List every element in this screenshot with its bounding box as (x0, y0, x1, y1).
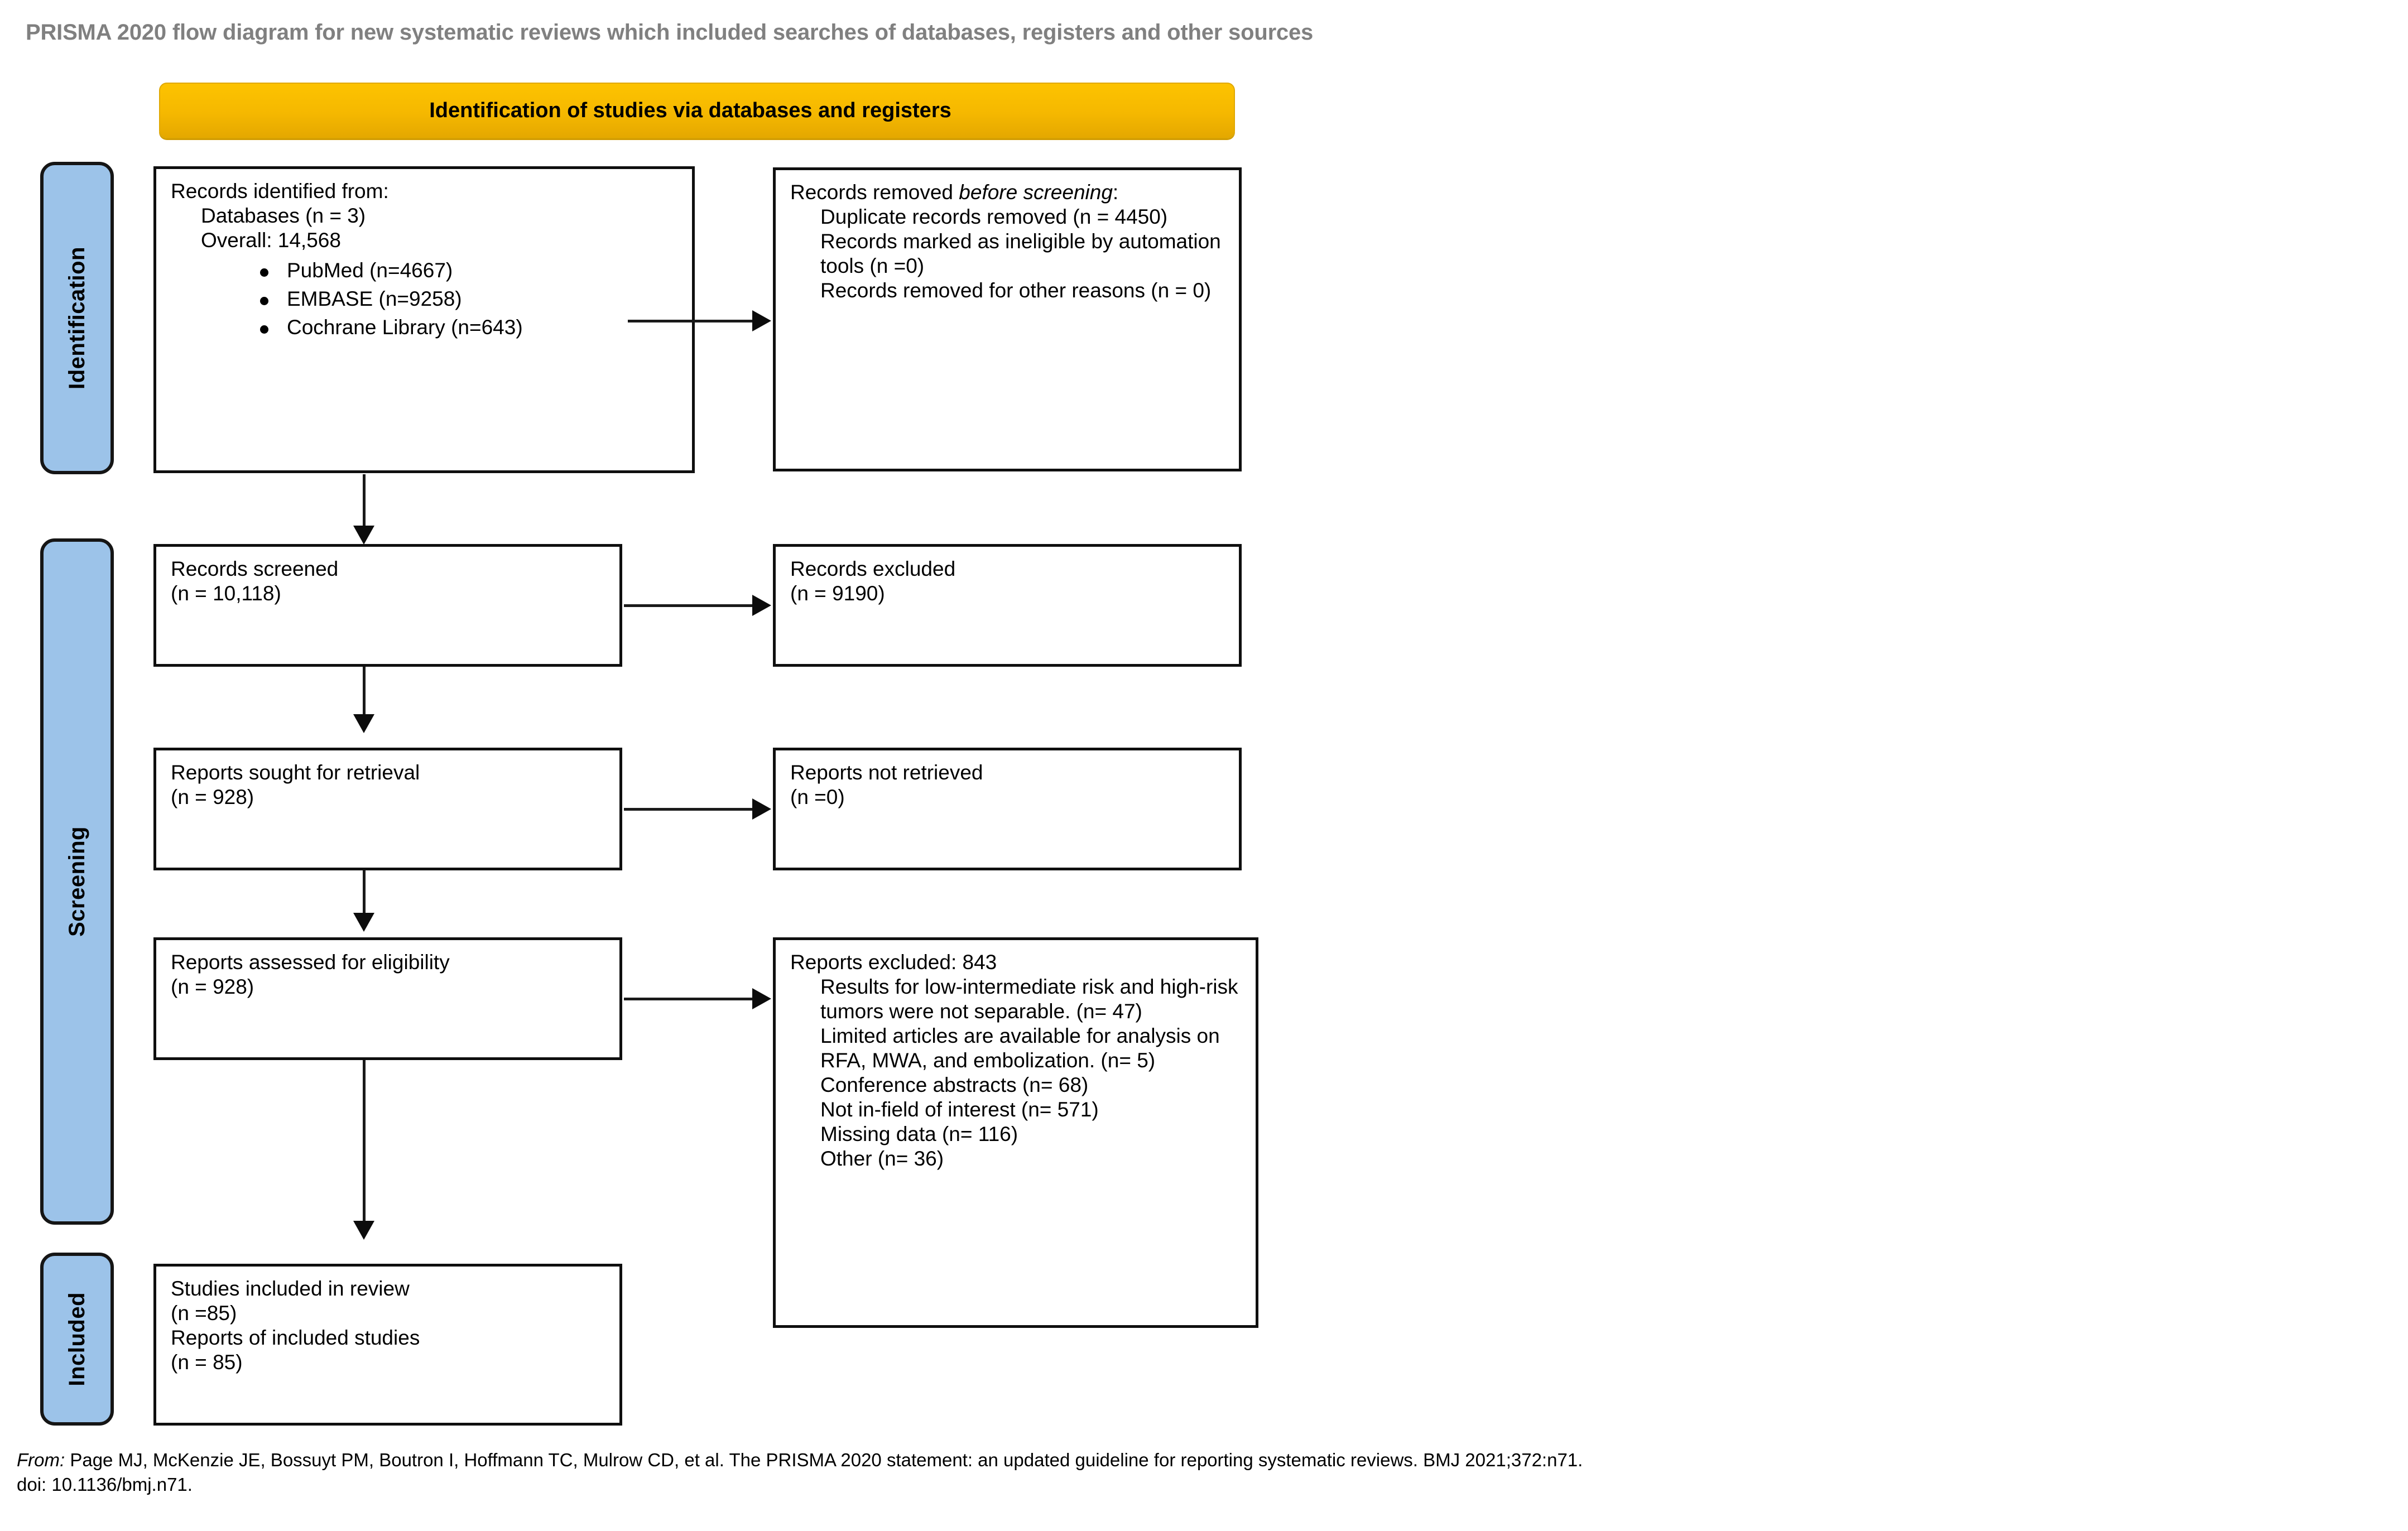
list-item: EMBASE (n=9258) (171, 285, 677, 313)
arrow-assessed-to-reportsexcluded-icon (752, 988, 771, 1009)
records-screened-label: Records screened (171, 557, 339, 580)
records-removed-item: Records removed for other reasons (n = 0… (820, 279, 1212, 302)
stage-bar-included: Included (40, 1253, 114, 1426)
box-reports-assessed-for-eligibility: Reports assessed for eligibility (n = 92… (153, 937, 622, 1060)
stage-label-identification: Identification (64, 247, 89, 389)
arrow-identified-to-screened-icon (353, 526, 374, 545)
reports-excluded-reason: Missing data (n= 116) (820, 1123, 1018, 1146)
reports-sought-count: (n = 928) (171, 786, 254, 809)
citation-text: Page MJ, McKenzie JE, Bossuyt PM, Boutro… (65, 1450, 1583, 1470)
connector-screened-to-sought (363, 667, 366, 717)
records-removed-title-emphasis: before screening (959, 181, 1113, 204)
list-item: PubMed (n=4667) (171, 256, 677, 285)
studies-included-label: Studies included in review (171, 1277, 410, 1300)
connector-sought-to-notretrieved (624, 808, 753, 811)
reports-excluded-title: Reports excluded: 843 (790, 951, 997, 974)
section-banner-label: Identification of studies via databases … (429, 98, 951, 122)
stage-bar-screening: Screening (40, 538, 114, 1225)
citation-doi: doi: 10.1136/bmj.n71. (17, 1474, 193, 1495)
arrow-assessed-to-included-icon (353, 1221, 374, 1240)
box-reports-sought-for-retrieval: Reports sought for retrieval (n = 928) (153, 748, 622, 870)
reports-sought-label: Reports sought for retrieval (171, 761, 420, 784)
stage-label-included: Included (64, 1292, 89, 1386)
records-excluded-label: Records excluded (790, 557, 956, 580)
list-item: Cochrane Library (n=643) (171, 313, 677, 341)
connector-assessed-to-included (363, 1060, 366, 1222)
arrow-identified-to-removed-icon (752, 310, 771, 331)
records-removed-item: Duplicate records removed (n = 4450) (820, 205, 1168, 229)
arrow-screened-to-excluded-icon (752, 595, 771, 616)
records-removed-title: Records removed before screening: (790, 180, 1224, 205)
arrow-sought-to-assessed-icon (353, 913, 374, 932)
reports-excluded-reason: Not in-field of interest (n= 571) (820, 1098, 1099, 1121)
reports-excluded-reason: Limited articles are available for analy… (820, 1024, 1220, 1072)
records-identified-line1: Records identified from: (171, 180, 389, 203)
page-title: PRISMA 2020 flow diagram for new systema… (26, 20, 1314, 45)
box-records-removed-before-screening: Records removed before screening: Duplic… (773, 167, 1242, 471)
records-identified-overall: Overall: 14,568 (201, 229, 341, 252)
connector-sought-to-assessed (363, 870, 366, 915)
records-removed-item: Records marked as ineligible by automati… (820, 230, 1221, 278)
reports-excluded-reason: Conference abstracts (n= 68) (820, 1073, 1089, 1097)
reports-not-retrieved-label: Reports not retrieved (790, 761, 983, 784)
reports-included-label: Reports of included studies (171, 1326, 420, 1350)
section-banner-identification: Identification of studies via databases … (159, 83, 1235, 138)
records-removed-title-suffix: : (1112, 181, 1119, 204)
box-reports-excluded-reasons: Reports excluded: 843 Results for low-in… (773, 937, 1258, 1328)
reports-not-retrieved-count: (n =0) (790, 786, 845, 809)
reports-excluded-reason: Other (n= 36) (820, 1147, 944, 1171)
source-citation: From: Page MJ, McKenzie JE, Bossuyt PM, … (17, 1448, 2394, 1497)
stage-label-screening: Screening (64, 826, 89, 937)
records-screened-count: (n = 10,118) (171, 582, 281, 605)
connector-assessed-to-reportsexcluded (624, 998, 753, 1000)
reports-assessed-count: (n = 928) (171, 975, 254, 999)
studies-included-count: (n =85) (171, 1302, 237, 1325)
reports-assessed-label: Reports assessed for eligibility (171, 951, 450, 974)
records-identified-source-list: PubMed (n=4667) EMBASE (n=9258) Cochrane… (171, 256, 677, 341)
box-reports-not-retrieved: Reports not retrieved (n =0) (773, 748, 1242, 870)
box-studies-included: Studies included in review (n =85) Repor… (153, 1264, 622, 1426)
records-removed-title-prefix: Records removed (790, 181, 959, 204)
arrow-sought-to-notretrieved-icon (752, 798, 771, 820)
records-excluded-count: (n = 9190) (790, 582, 885, 605)
citation-from-label: From: (17, 1450, 65, 1470)
box-records-screened: Records screened (n = 10,118) (153, 544, 622, 667)
reports-included-count: (n = 85) (171, 1351, 243, 1374)
connector-identified-to-screened (363, 474, 366, 530)
connector-screened-to-excluded (624, 604, 753, 607)
connector-identified-to-removed (628, 320, 753, 322)
box-records-excluded: Records excluded (n = 9190) (773, 544, 1242, 667)
reports-excluded-reason: Results for low-intermediate risk and hi… (820, 975, 1238, 1023)
box-records-identified: Records identified from: Databases (n = … (153, 166, 695, 473)
records-identified-databases: Databases (n = 3) (201, 204, 366, 228)
arrow-screened-to-sought-icon (353, 714, 374, 733)
stage-bar-identification: Identification (40, 162, 114, 474)
